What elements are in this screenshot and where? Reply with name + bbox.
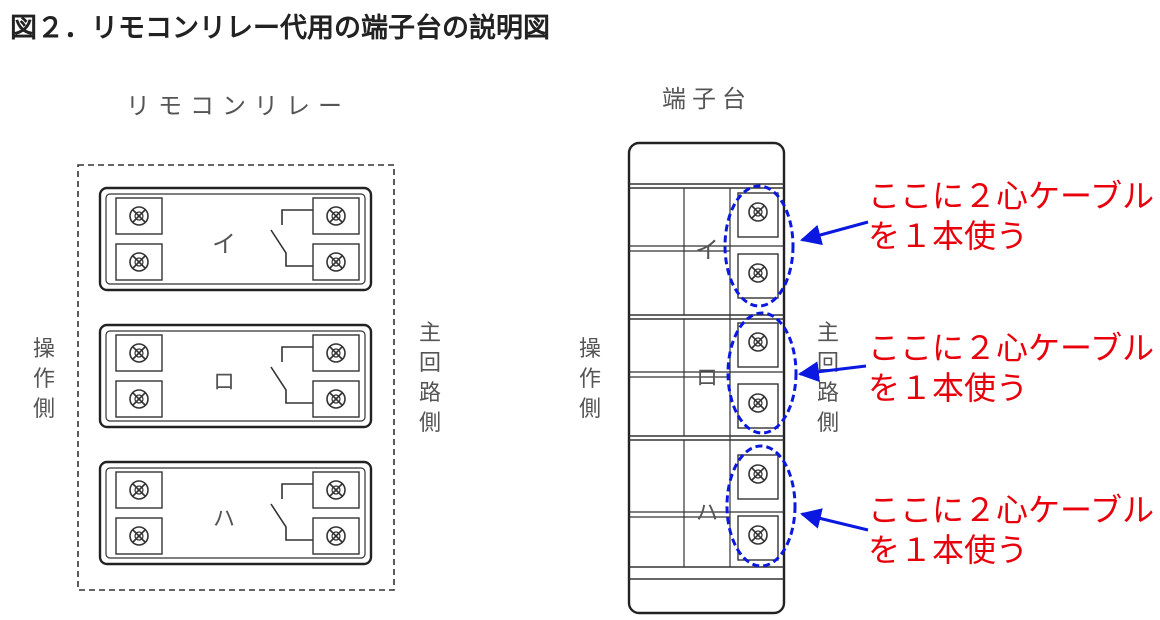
svg-text:側: 側 bbox=[419, 411, 441, 436]
arrow-icon bbox=[799, 508, 869, 532]
relay-label: リモコンリレー bbox=[126, 92, 350, 120]
svg-text:を１本使う: を１本使う bbox=[868, 531, 1028, 569]
svg-text:回: 回 bbox=[419, 351, 441, 376]
svg-text:ここに２心ケーブル: ここに２心ケーブル bbox=[868, 329, 1154, 367]
terminal-main-circuit-side-label: 主 回 路 側 bbox=[817, 321, 839, 436]
annotation-2: ここに２心ケーブル を１本使う bbox=[868, 329, 1154, 407]
screw-icon bbox=[129, 206, 149, 226]
svg-text:側: 側 bbox=[33, 397, 55, 422]
svg-text:作: 作 bbox=[33, 367, 55, 392]
terminal-group-label: ハ bbox=[696, 501, 718, 526]
cable-highlight-ellipse bbox=[725, 444, 797, 568]
relay-dashed-outline bbox=[77, 164, 395, 591]
relay-unit-label: イ bbox=[212, 230, 236, 258]
svg-text:ここに２心ケーブル: ここに２心ケーブル bbox=[868, 491, 1154, 529]
cable-highlight-ellipse bbox=[726, 311, 798, 435]
screw-icon bbox=[129, 343, 149, 363]
svg-text:主: 主 bbox=[419, 321, 441, 346]
svg-text:路: 路 bbox=[419, 381, 441, 406]
svg-text:を１本使う: を１本使う bbox=[868, 217, 1028, 255]
annotation-1: ここに２心ケーブル を１本使う bbox=[868, 177, 1154, 255]
screw-icon bbox=[129, 526, 149, 546]
relay-unit-label: ハ bbox=[213, 507, 235, 532]
terminal-group-label: ロ bbox=[696, 366, 718, 391]
screw-icon bbox=[326, 206, 346, 226]
svg-text:操: 操 bbox=[33, 337, 55, 362]
svg-text:側: 側 bbox=[817, 411, 839, 436]
svg-text:を１本使う: を１本使う bbox=[868, 369, 1028, 407]
terminal-group-label: イ bbox=[695, 236, 719, 264]
terminal-block: イ ロ ハ bbox=[627, 141, 786, 615]
svg-text:作: 作 bbox=[579, 367, 601, 392]
screw-icon bbox=[129, 252, 149, 272]
screw-icon bbox=[326, 480, 346, 500]
relay-unit-ha: ハ bbox=[98, 460, 373, 566]
screw-icon bbox=[129, 389, 149, 409]
terminal-block-label: 端子台 bbox=[662, 85, 752, 113]
arrow-icon bbox=[799, 220, 869, 246]
relay-unit-label: ロ bbox=[213, 370, 235, 395]
screw-icon bbox=[129, 480, 149, 500]
screw-icon bbox=[326, 252, 346, 272]
relay-unit-ro: ロ bbox=[98, 323, 373, 429]
screw-icon bbox=[326, 389, 346, 409]
svg-text:操: 操 bbox=[579, 337, 601, 362]
cable-highlight-ellipse bbox=[723, 184, 795, 308]
svg-text:路: 路 bbox=[817, 381, 839, 406]
svg-text:ここに２心ケーブル: ここに２心ケーブル bbox=[868, 177, 1154, 215]
relay-control-side-label: 操 作 側 bbox=[33, 337, 55, 422]
relay-main-circuit-side-label: 主 回 路 側 bbox=[419, 321, 441, 436]
relay-unit-i: イ bbox=[98, 186, 373, 292]
annotation-3: ここに２心ケーブル を１本使う bbox=[868, 491, 1154, 569]
screw-icon bbox=[326, 343, 346, 363]
figure-title: 図２．リモコンリレー代用の端子台の説明図 bbox=[10, 12, 550, 44]
terminal-control-side-label: 操 作 側 bbox=[579, 337, 601, 422]
svg-text:側: 側 bbox=[579, 397, 601, 422]
svg-text:主: 主 bbox=[817, 321, 839, 346]
arrow-icon bbox=[797, 361, 867, 383]
screw-icon bbox=[326, 526, 346, 546]
